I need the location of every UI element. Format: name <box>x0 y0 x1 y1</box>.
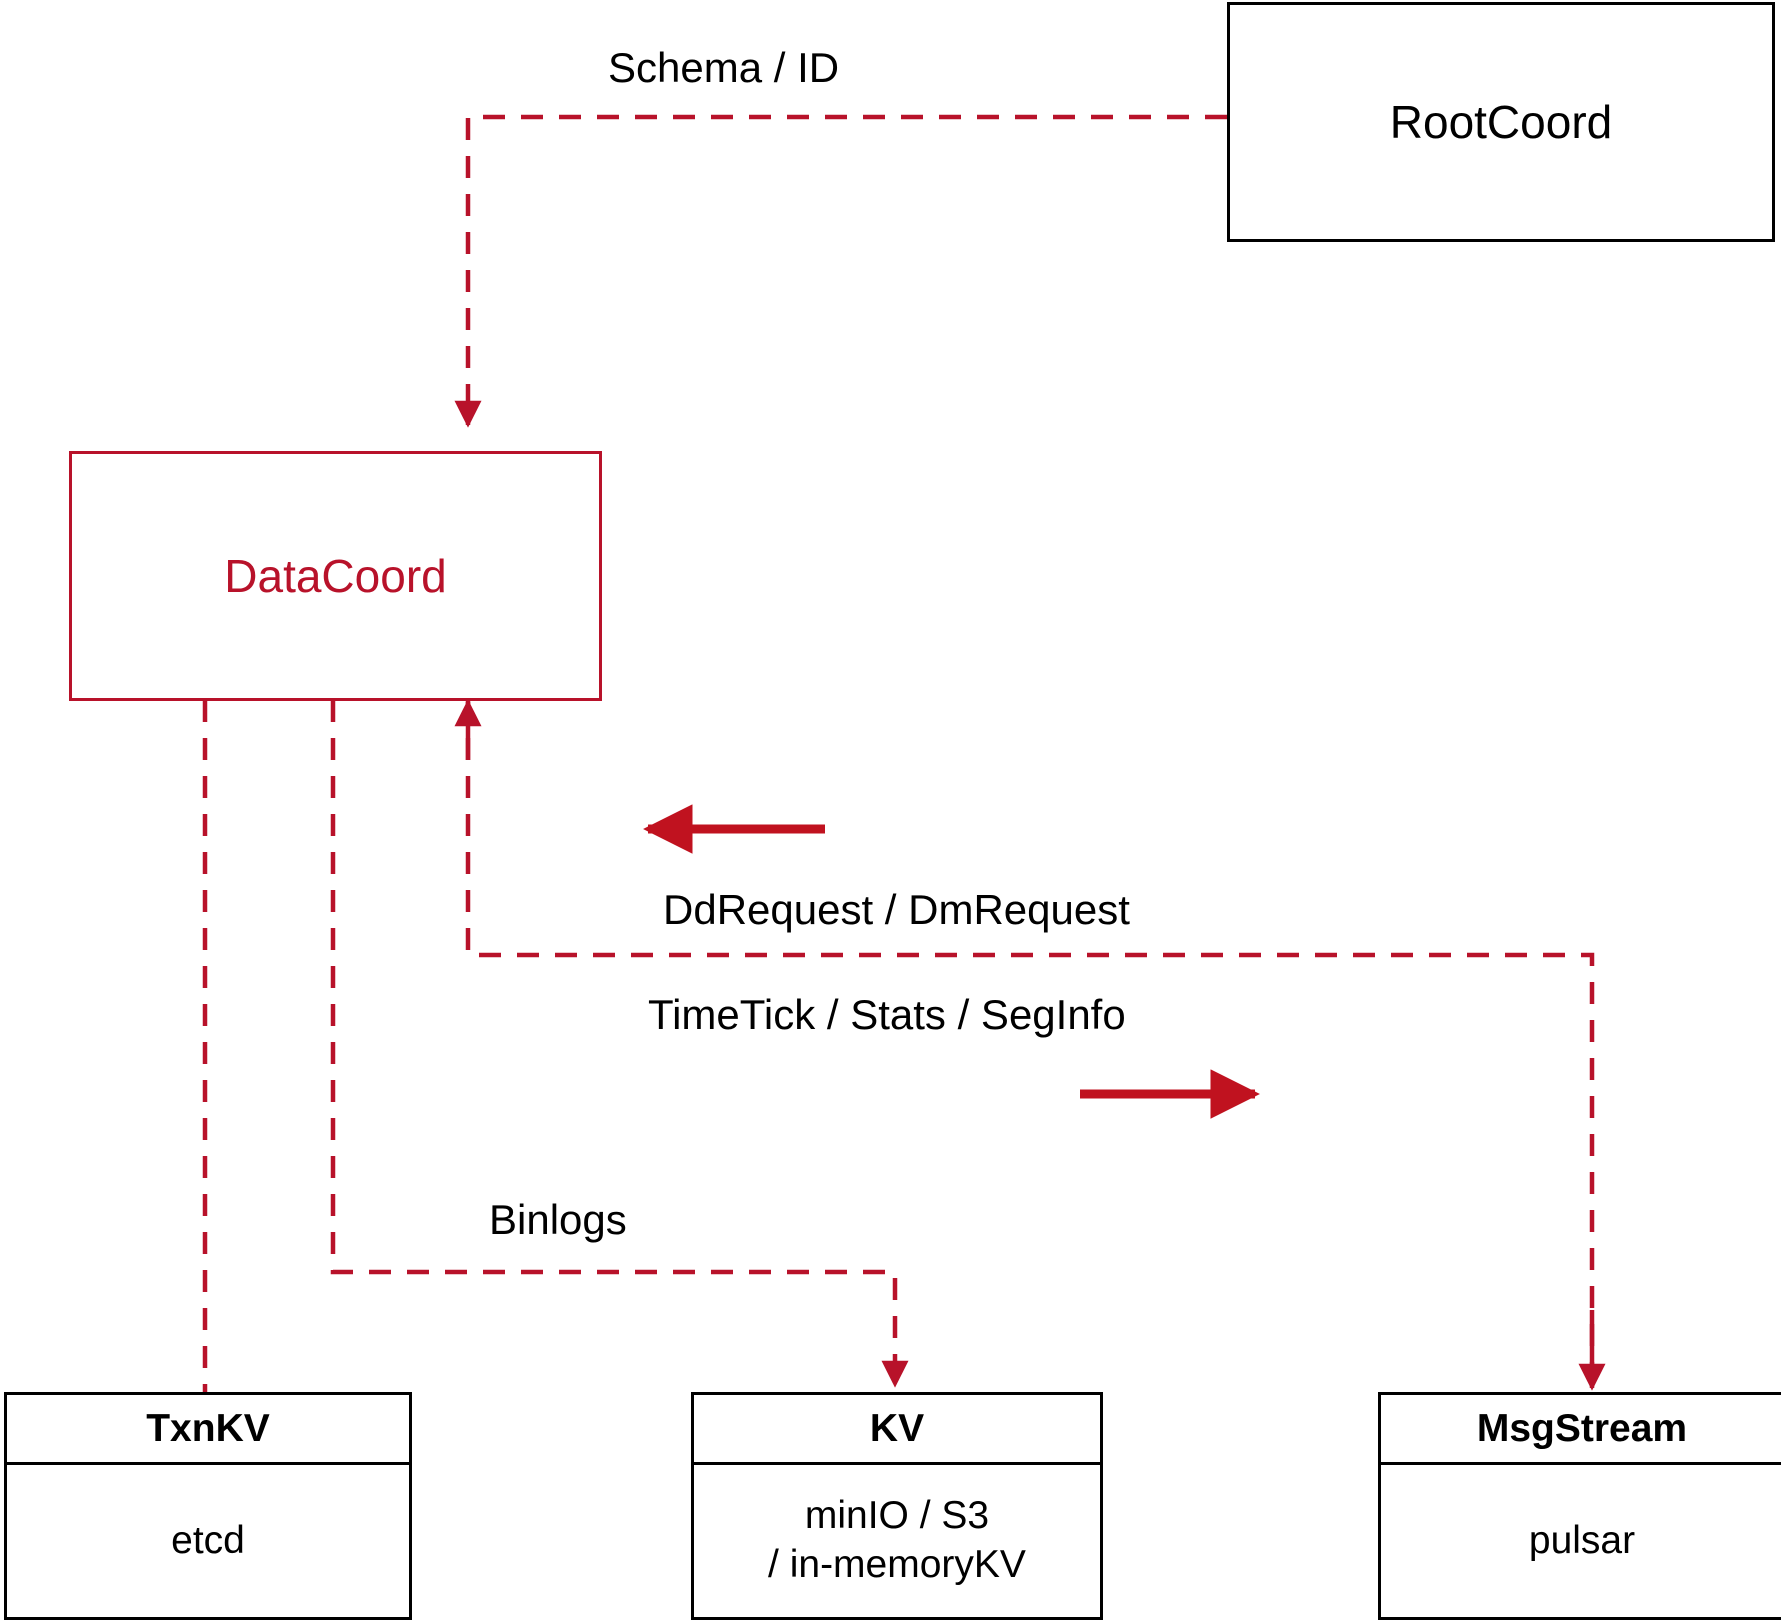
node-txnkv[interactable]: TxnKV etcd <box>4 1392 412 1620</box>
node-msgstream-body: pulsar <box>1528 1518 1636 1562</box>
node-rootcoord-label: RootCoord <box>1389 95 1613 148</box>
node-msgstream[interactable]: MsgStream pulsar <box>1378 1392 1781 1620</box>
node-msgstream-header: MsgStream <box>1381 1395 1781 1465</box>
node-kv[interactable]: KV minIO / S3 / in-memoryKV <box>691 1392 1103 1620</box>
edge-msgstream-bus <box>465 700 1595 1385</box>
node-datacoord[interactable]: DataCoord <box>69 451 602 701</box>
label-binlogs: Binlogs <box>489 1196 627 1243</box>
edge-datacoord-to-kv-binlogs <box>330 700 909 1388</box>
node-rootcoord[interactable]: RootCoord <box>1227 2 1775 242</box>
node-datacoord-label: DataCoord <box>224 549 447 602</box>
label-dd-dm-request: DdRequest / DmRequest <box>663 886 1130 933</box>
node-kv-header: KV <box>694 1395 1100 1465</box>
edge-schema-id <box>454 114 1227 428</box>
node-txnkv-body: etcd <box>171 1518 245 1562</box>
node-txnkv-header: TxnKV <box>7 1395 409 1465</box>
label-schema-id: Schema / ID <box>608 44 840 91</box>
node-kv-body: minIO / S3 / in-memoryKV <box>768 1494 1026 1586</box>
label-timetick-stats-seginfo: TimeTick / Stats / SegInfo <box>648 991 1126 1038</box>
